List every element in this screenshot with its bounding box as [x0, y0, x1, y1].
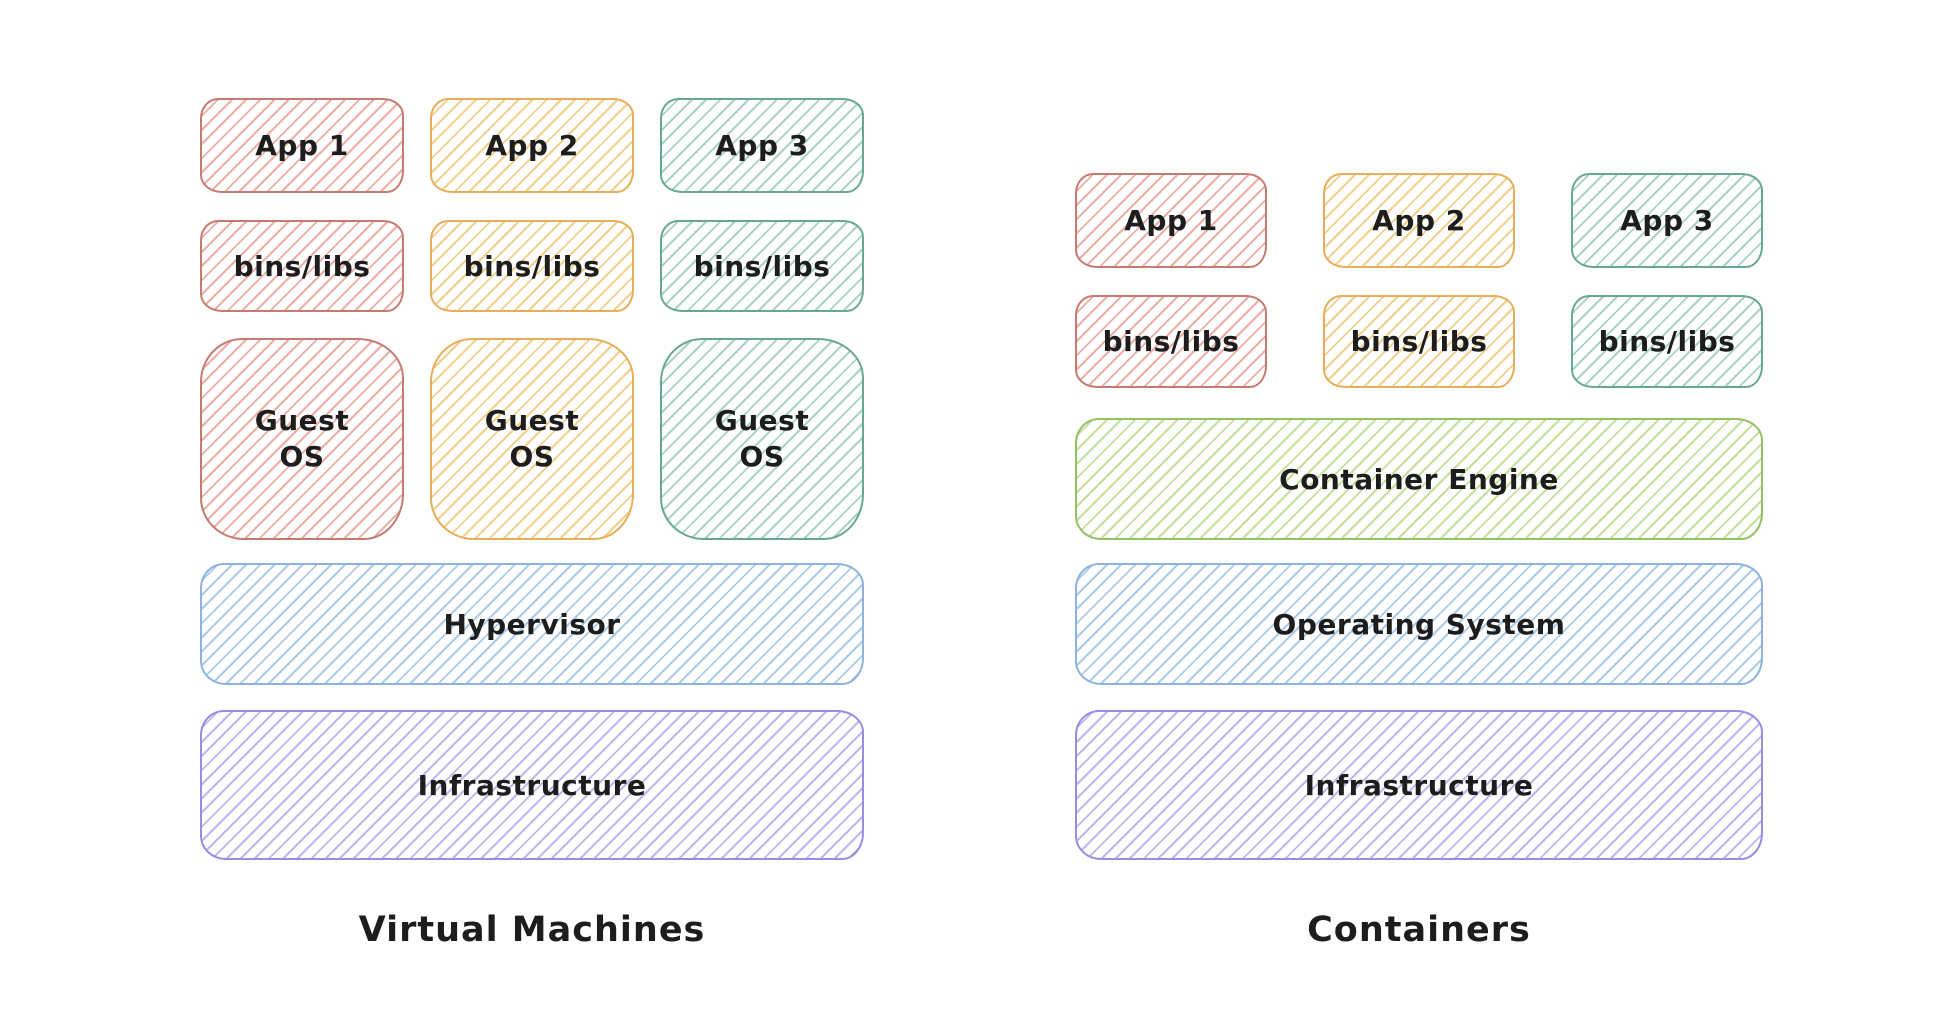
vm-guest-os-3-line2: OS: [739, 440, 785, 473]
container-app-2-box: App 2: [1323, 173, 1515, 268]
container-infrastructure-label: Infrastructure: [1304, 768, 1534, 802]
vm-infrastructure-box: Infrastructure: [200, 710, 864, 860]
container-binslibs-1-label: bins/libs: [1102, 325, 1240, 358]
container-binslibs-2-box: bins/libs: [1323, 295, 1515, 388]
vm-guest-os-1-box: Guest OS: [200, 338, 404, 540]
vm-app-1-label: App 1: [255, 129, 349, 162]
container-binslibs-3-label: bins/libs: [1598, 325, 1736, 358]
vm-binslibs-1-box: bins/libs: [200, 220, 404, 312]
vm-app-2-box: App 2: [430, 98, 634, 193]
vm-app-3-label: App 3: [715, 129, 809, 162]
vm-app-1-box: App 1: [200, 98, 404, 193]
containers-stack: App 1 App 2 App 3 bins/libs bins/libs bi…: [1075, 173, 1763, 950]
vm-apps-row: App 1 App 2 App 3: [200, 98, 864, 193]
vm-app-2-label: App 2: [485, 129, 579, 162]
container-binslibs-2-label: bins/libs: [1350, 325, 1488, 358]
vm-binslibs-1-label: bins/libs: [233, 249, 371, 283]
container-binslibs-1-box: bins/libs: [1075, 295, 1267, 388]
vm-guest-os-2-box: Guest OS: [430, 338, 634, 540]
vm-guest-os-1-line2: OS: [279, 440, 325, 473]
container-app-1-box: App 1: [1075, 173, 1267, 268]
vm-hypervisor-label: Hypervisor: [443, 607, 621, 641]
vm-infrastructure-label: Infrastructure: [417, 768, 647, 802]
container-app-3-label: App 3: [1620, 204, 1714, 237]
vm-binslibs-2-box: bins/libs: [430, 220, 634, 312]
virtual-machines-caption: Virtual Machines: [358, 910, 706, 950]
vm-guest-os-row: Guest OS Guest OS Guest OS: [200, 338, 864, 540]
container-apps-row: App 1 App 2 App 3: [1075, 173, 1763, 268]
vm-binslibs-3-box: bins/libs: [660, 220, 864, 312]
operating-system-label: Operating System: [1272, 607, 1566, 641]
vm-guest-os-3-line1: Guest: [714, 403, 810, 437]
vm-guest-os-3-box: Guest OS: [660, 338, 864, 540]
container-app-1-label: App 1: [1124, 204, 1218, 237]
container-engine-label: Container Engine: [1279, 462, 1559, 496]
container-app-3-box: App 3: [1571, 173, 1763, 268]
containers-caption: Containers: [1307, 910, 1531, 950]
vm-app-3-box: App 3: [660, 98, 864, 193]
container-binslibs-3-box: bins/libs: [1571, 295, 1763, 388]
vm-binslibs-row: bins/libs bins/libs bins/libs: [200, 220, 864, 312]
container-app-2-label: App 2: [1372, 204, 1466, 237]
container-infrastructure-box: Infrastructure: [1075, 710, 1763, 860]
vm-guest-os-2-line2: OS: [509, 440, 555, 473]
virtual-machines-stack: App 1 App 2 App 3 bins/libs bins/libs bi…: [200, 98, 864, 950]
vm-guest-os-2-line1: Guest: [484, 403, 580, 437]
container-engine-box: Container Engine: [1075, 418, 1763, 540]
operating-system-box: Operating System: [1075, 563, 1763, 685]
vm-hypervisor-box: Hypervisor: [200, 563, 864, 685]
vm-binslibs-3-label: bins/libs: [693, 249, 831, 283]
container-binslibs-row: bins/libs bins/libs bins/libs: [1075, 295, 1763, 388]
vm-binslibs-2-label: bins/libs: [463, 249, 601, 283]
vm-guest-os-1-line1: Guest: [254, 403, 350, 437]
